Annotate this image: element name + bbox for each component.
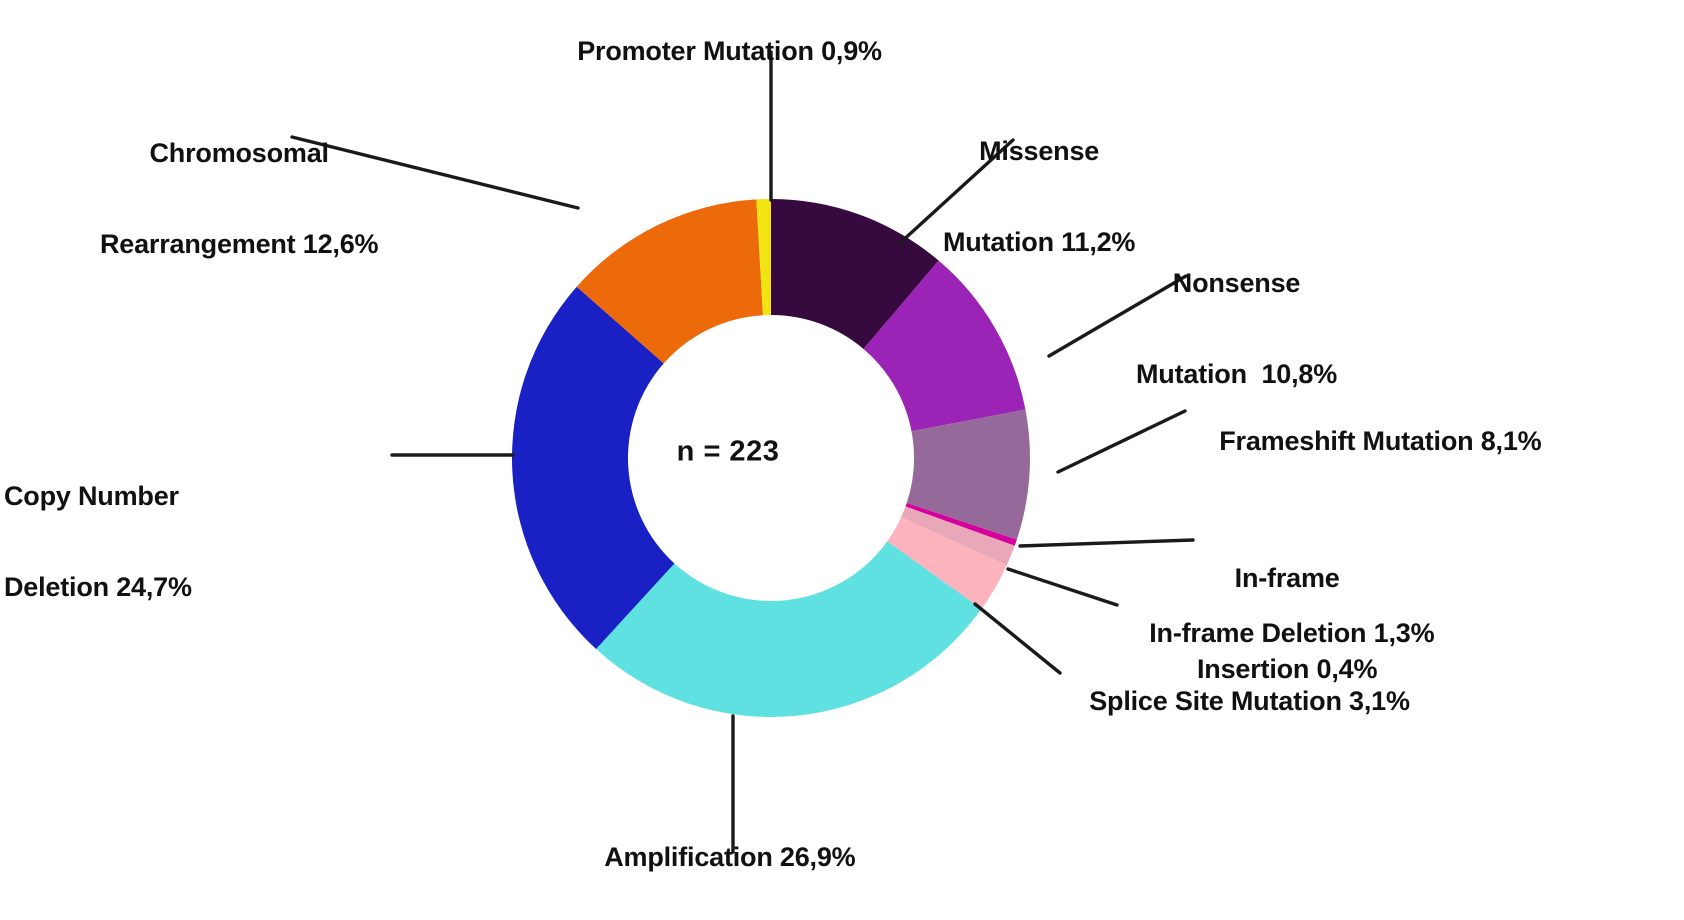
slice-label-inframe-insertion: In-frame Insertion 0,4% <box>1197 503 1377 745</box>
slice-label-text: In-frame Deletion 1,3% <box>1149 618 1435 649</box>
slice-label-line1: Nonsense <box>1172 268 1301 299</box>
donut-slice-copy-number-deletion[interactable]: Copy Number Deletion 24,7% <box>511 286 675 650</box>
slice-label-line1: Chromosomal <box>149 138 330 169</box>
slice-label-line1: Missense <box>979 136 1100 167</box>
donut-slice-frameshift-mutation[interactable]: Frameshift Mutation 8,1% <box>906 409 1030 540</box>
slice-label-line2: Rearrangement 12,6% <box>100 229 379 260</box>
slice-label-line2: Mutation 10,8% <box>1136 359 1338 390</box>
slice-label-line2: Deletion 24,7% <box>4 572 192 603</box>
slice-label-missense-mutation: Missense Mutation 11,2% <box>943 76 1135 318</box>
center-count-label: n = 223 <box>676 435 780 468</box>
slice-label-frameshift-mutation: Frameshift Mutation 8,1% <box>1190 396 1541 487</box>
slice-label-text: Promoter Mutation 0,9% <box>577 36 882 67</box>
leader-line-nonsense-mutation <box>1047 274 1188 358</box>
slice-label-line1: In-frame <box>1234 563 1340 594</box>
slice-label-line2: Mutation 11,2% <box>943 227 1136 258</box>
slice-label-chromosomal-rearrangement: Chromosomal Rearrangement 12,6% <box>100 78 379 320</box>
slice-label-amplification: Amplification 26,9% <box>576 812 855 903</box>
leader-line-chromosomal-rearrangement <box>290 135 580 210</box>
slice-label-copy-number-deletion: Copy Number Deletion 24,7% <box>4 421 192 663</box>
leader-line-splice-site-mutation <box>973 602 1062 675</box>
slice-label-text: Amplification 26,9% <box>604 842 856 873</box>
leader-line-missense-mutation <box>898 138 1015 245</box>
donut-slice-amplification[interactable]: Amplification 26,9% <box>596 541 982 718</box>
slice-label-promoter-mutation: Promoter Mutation 0,9% <box>548 6 882 97</box>
slice-label-line1: Copy Number <box>4 481 179 512</box>
leader-line-group <box>290 50 1195 854</box>
donut-slice-nonsense-mutation[interactable]: Nonsense Mutation 10,8% <box>863 260 1026 432</box>
donut-slice-missense-mutation[interactable]: Missense Mutation 11,2% <box>771 199 939 349</box>
leader-line-inframe-deletion <box>1006 567 1119 607</box>
donut-slice-promoter-mutation[interactable]: Promoter Mutation 0,9% <box>756 199 771 316</box>
donut-slice-splice-site-mutation[interactable]: Splice Site Mutation 3,1% <box>887 517 1007 609</box>
leader-line-inframe-insertion <box>1018 538 1195 548</box>
donut-slice-in-frame-deletion[interactable]: In-frame Deletion 1,3% <box>901 506 1015 566</box>
slice-label-nonsense-mutation: Nonsense Mutation 10,8% <box>1136 208 1337 450</box>
slice-label-line2: Insertion 0,4% <box>1197 654 1378 685</box>
slice-label-splice-site-mutation: Splice Site Mutation 3,1% <box>1060 656 1410 747</box>
slice-label-inframe-deletion: In-frame Deletion 1,3% <box>1120 588 1434 679</box>
donut-slice-chromosomal-rearrangement[interactable]: Chromosomal Rearrangement 12,6% <box>576 199 763 364</box>
leader-line-frameshift-mutation <box>1056 409 1187 474</box>
donut-slice-in-frame-insertion[interactable]: In-frame Insertion 0,4% <box>905 503 1017 546</box>
slice-label-text: Splice Site Mutation 3,1% <box>1089 686 1410 717</box>
donut-slice-group: Missense Mutation 11,2%Nonsense Mutation… <box>511 199 1030 718</box>
slice-label-text: Frameshift Mutation 8,1% <box>1219 426 1542 457</box>
